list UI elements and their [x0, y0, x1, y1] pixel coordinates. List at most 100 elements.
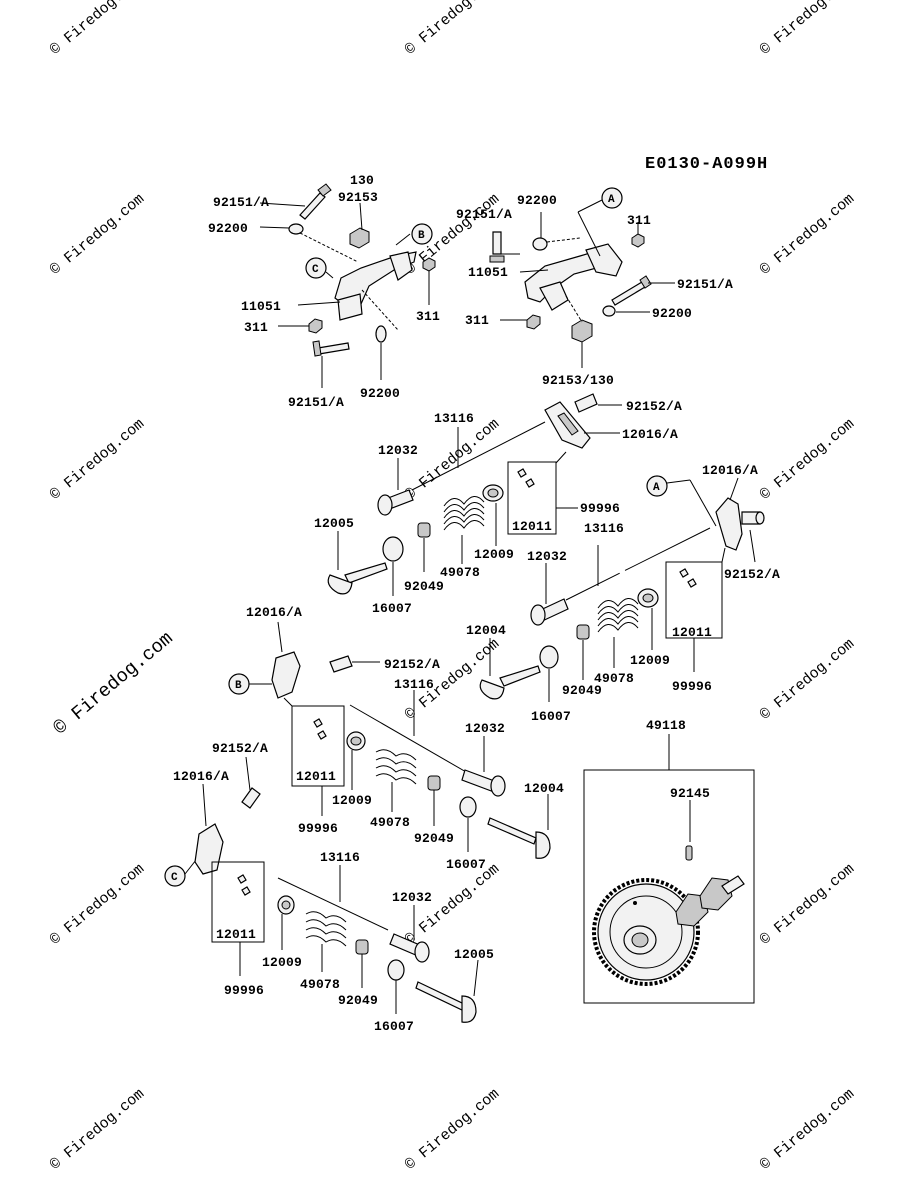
- push-rod-part: [277, 877, 389, 931]
- watermark: © Firedog.com: [402, 0, 503, 59]
- valve-stem-part: [344, 562, 388, 584]
- nut-part: [422, 257, 436, 272]
- label-12005: 12005: [314, 516, 354, 531]
- bracket-foot-part: [337, 293, 363, 321]
- callout-b-circle: [411, 223, 433, 245]
- callout-a: A: [608, 194, 615, 206]
- label-13116: 13116: [394, 677, 434, 692]
- rocker-arm-part: [271, 651, 301, 699]
- label-12032: 12032: [392, 890, 432, 905]
- leader-line: [395, 233, 411, 246]
- leader-line: [729, 477, 739, 501]
- label-12009: 12009: [474, 547, 514, 562]
- leader-line: [259, 202, 306, 207]
- label-92151-a: 92151/A: [213, 195, 269, 210]
- collet-box: [291, 705, 345, 787]
- nut-part: [631, 233, 645, 248]
- pin-part: [685, 845, 693, 861]
- bracket-assembly-right: A: [489, 187, 675, 368]
- label-12011: 12011: [296, 769, 336, 784]
- camshaft-box: [583, 769, 755, 1004]
- leader-line: [577, 211, 601, 257]
- leader-line: [325, 271, 334, 279]
- label-12032: 12032: [378, 443, 418, 458]
- seal-part: [355, 939, 369, 955]
- leader-line: [473, 959, 479, 997]
- callout-a: A: [653, 482, 660, 494]
- bolt-part: [611, 281, 646, 306]
- retainer-hole: [642, 593, 654, 603]
- retainer-hole: [487, 488, 499, 498]
- leader-line: [749, 529, 756, 563]
- label-92152-a: 92152/A: [212, 741, 268, 756]
- label-130: 130: [350, 173, 374, 188]
- label-12009: 12009: [630, 653, 670, 668]
- valve-head-part: [535, 831, 551, 859]
- label-12016-a: 12016/A: [702, 463, 758, 478]
- label-16007: 16007: [531, 709, 571, 724]
- leader-line: [299, 232, 359, 263]
- label-11051: 11051: [468, 265, 508, 280]
- washer-part: [459, 796, 477, 818]
- bracket-tab-part: [389, 251, 413, 281]
- watermark: © Firedog.com: [757, 1086, 858, 1174]
- leader-line: [184, 859, 197, 875]
- cam-lobe-part: [675, 893, 709, 927]
- label-49078: 49078: [440, 565, 480, 580]
- label-92152-a: 92152/A: [626, 399, 682, 414]
- bolt-part: [492, 231, 502, 255]
- label-12009: 12009: [262, 955, 302, 970]
- bolt-head-part: [317, 183, 332, 197]
- label-16007: 16007: [374, 1019, 414, 1034]
- seal-part: [576, 624, 590, 640]
- collet-part: [237, 874, 251, 896]
- label-92152-a: 92152/A: [724, 567, 780, 582]
- valve-stem-part: [487, 817, 537, 845]
- valve-assembly-1: [327, 393, 622, 596]
- label-16007: 16007: [372, 601, 412, 616]
- label-92145: 92145: [670, 786, 710, 801]
- label-49078: 49078: [370, 815, 410, 830]
- leader-line: [577, 199, 603, 213]
- callout-a-circle: [601, 187, 623, 209]
- pin-part: [574, 393, 598, 413]
- watermark: © Firedog.com: [757, 636, 858, 724]
- watermark: © Firedog.com: [757, 416, 858, 504]
- camshaft-assembly: [583, 734, 755, 1004]
- label-12011: 12011: [672, 625, 712, 640]
- label-311: 311: [416, 309, 440, 324]
- valve-head-part: [461, 995, 477, 1023]
- rocker-arm-part: [194, 823, 224, 875]
- spring-part: [375, 749, 417, 785]
- label-12009: 12009: [332, 793, 372, 808]
- valve-stem-part: [415, 981, 465, 1011]
- watermark: © Firedog.com: [47, 191, 148, 279]
- label-311: 311: [465, 313, 489, 328]
- label-92049: 92049: [414, 831, 454, 846]
- leader-line: [555, 451, 567, 464]
- push-rod-part: [411, 421, 546, 491]
- label-92151-a: 92151/A: [456, 207, 512, 222]
- leader-line: [546, 237, 581, 243]
- gear-ring-part: [609, 895, 683, 969]
- label-49118: 49118: [646, 718, 686, 733]
- pin-part: [241, 787, 261, 809]
- callout-c-circle: [305, 257, 327, 279]
- tappet-head-part: [490, 775, 506, 797]
- leader-line: [283, 697, 293, 707]
- label-49078: 49078: [594, 671, 634, 686]
- label-92200: 92200: [208, 221, 248, 236]
- bracket-assembly-left: B C: [259, 183, 436, 388]
- leader-line: [666, 479, 691, 484]
- bolt-head-part: [312, 340, 322, 357]
- gear-mark: [633, 901, 637, 905]
- leader-line: [202, 783, 207, 827]
- callout-b: B: [418, 230, 425, 242]
- valve-head-part: [479, 679, 505, 700]
- bolt-head-part: [639, 275, 652, 289]
- label-13116: 13116: [584, 521, 624, 536]
- callout-c-circle: [164, 865, 186, 887]
- collet-part: [313, 718, 327, 740]
- label-92049: 92049: [338, 993, 378, 1008]
- collet-box: [211, 861, 265, 943]
